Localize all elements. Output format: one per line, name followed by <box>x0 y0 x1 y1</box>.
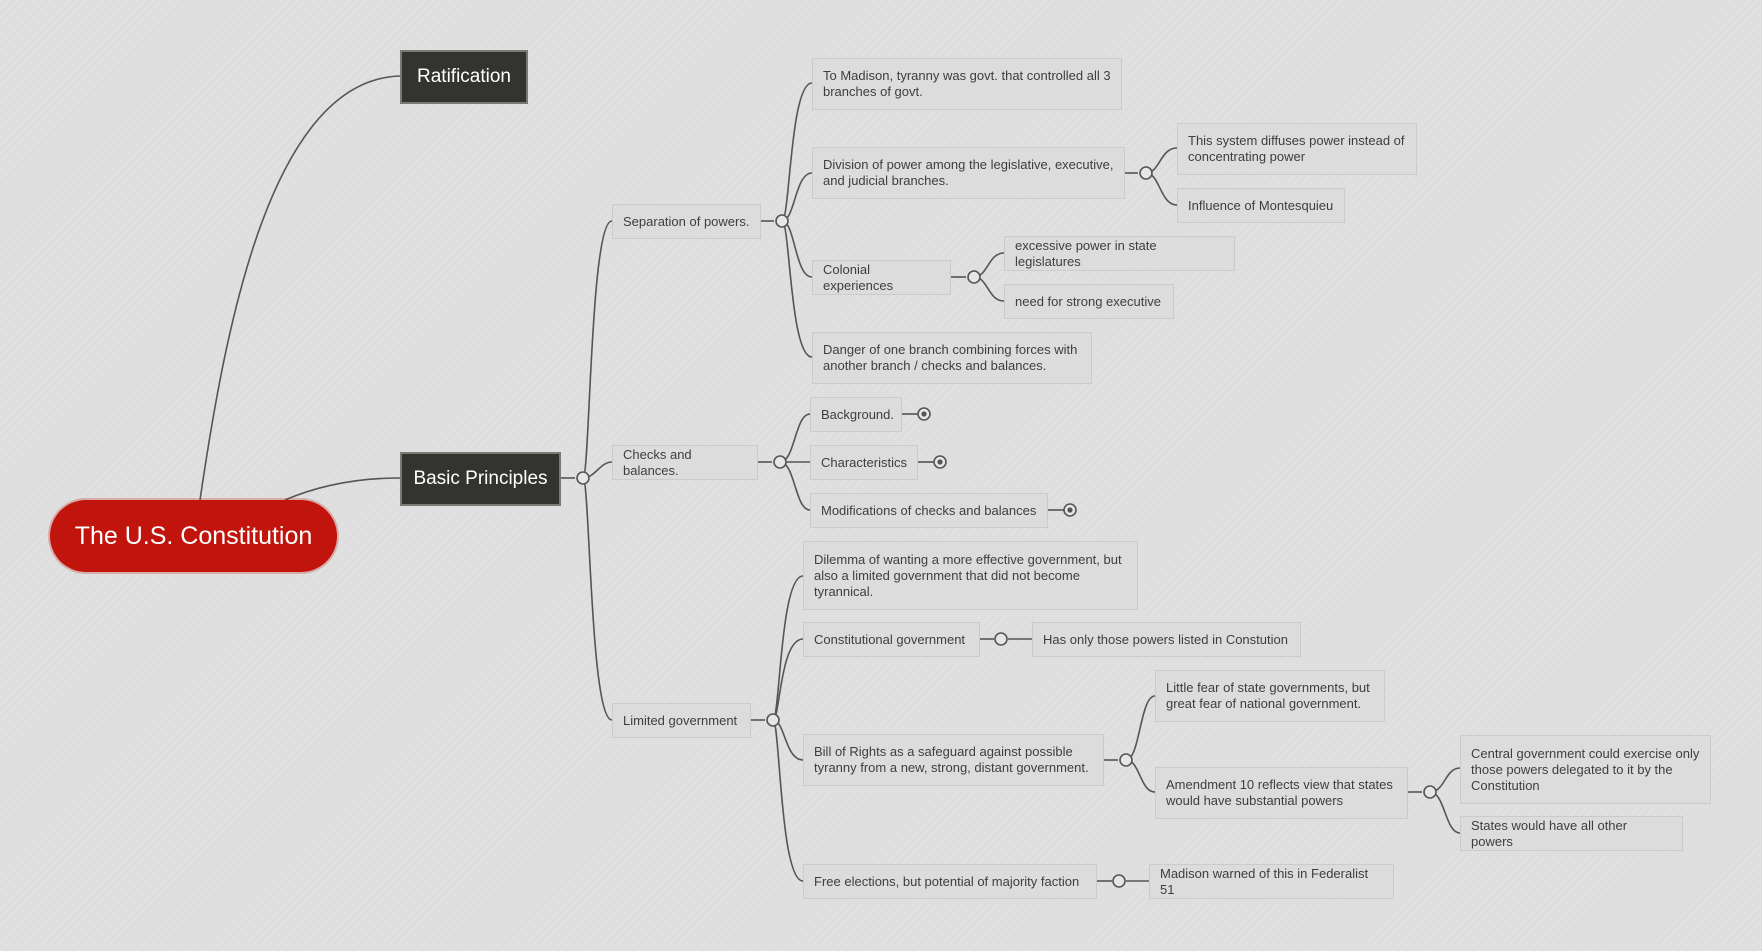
topic-bill-of-rights[interactable]: Bill of Rights as a safeguard against po… <box>803 734 1104 786</box>
topic-only-listed-powers[interactable]: Has only those powers listed in Constuti… <box>1032 622 1301 657</box>
collapse-knob <box>766 713 780 727</box>
topic-states-other-powers[interactable]: States would have all other powers <box>1460 816 1683 851</box>
topic-modifications[interactable]: Modifications of checks and balances <box>810 493 1048 528</box>
collapse-knob <box>994 632 1008 646</box>
topic-separation-of-powers[interactable]: Separation of powers. <box>612 204 761 239</box>
collapse-knob <box>1423 785 1437 799</box>
topic-ratification[interactable]: Ratification <box>400 50 528 104</box>
root-topic[interactable]: The U.S. Constitution <box>50 500 337 572</box>
topic-colonial-experiences[interactable]: Colonial experiences <box>812 260 951 295</box>
topic-amendment-10[interactable]: Amendment 10 reflects view that states w… <box>1155 767 1408 819</box>
topic-background[interactable]: Background. <box>810 397 902 432</box>
collapse-knob <box>1112 874 1126 888</box>
topic-danger-combining[interactable]: Danger of one branch combining forces wi… <box>812 332 1092 384</box>
topic-strong-executive[interactable]: need for strong executive <box>1004 284 1174 319</box>
topic-montesquieu[interactable]: Influence of Montesquieu <box>1177 188 1345 223</box>
topic-characteristics[interactable]: Characteristics <box>810 445 918 480</box>
collapse-knob <box>1119 753 1133 767</box>
topic-little-fear[interactable]: Little fear of state governments, but gr… <box>1155 670 1385 722</box>
topic-dilemma[interactable]: Dilemma of wanting a more effective gove… <box>803 541 1138 610</box>
topic-madison-tyranny[interactable]: To Madison, tyranny was govt. that contr… <box>812 58 1122 110</box>
topic-excessive-power[interactable]: excessive power in state legislatures <box>1004 236 1235 271</box>
topic-diffuses-power[interactable]: This system diffuses power instead of co… <box>1177 123 1417 175</box>
collapse-knob <box>967 270 981 284</box>
collapse-knob <box>775 214 789 228</box>
collapse-knob <box>576 471 590 485</box>
topic-checks-and-balances[interactable]: Checks and balances. <box>612 445 758 480</box>
topic-free-elections[interactable]: Free elections, but potential of majorit… <box>803 864 1097 899</box>
topic-constitutional-government[interactable]: Constitutional government <box>803 622 980 657</box>
topic-limited-government[interactable]: Limited government <box>612 703 751 738</box>
topic-central-government[interactable]: Central government could exercise only t… <box>1460 735 1711 804</box>
collapse-knob <box>773 455 787 469</box>
topic-federalist-51[interactable]: Madison warned of this in Federalist 51 <box>1149 864 1394 899</box>
collapse-knob <box>1139 166 1153 180</box>
topic-division-of-power[interactable]: Division of power among the legislative,… <box>812 147 1125 199</box>
topic-basic-principles[interactable]: Basic Principles <box>400 452 561 506</box>
